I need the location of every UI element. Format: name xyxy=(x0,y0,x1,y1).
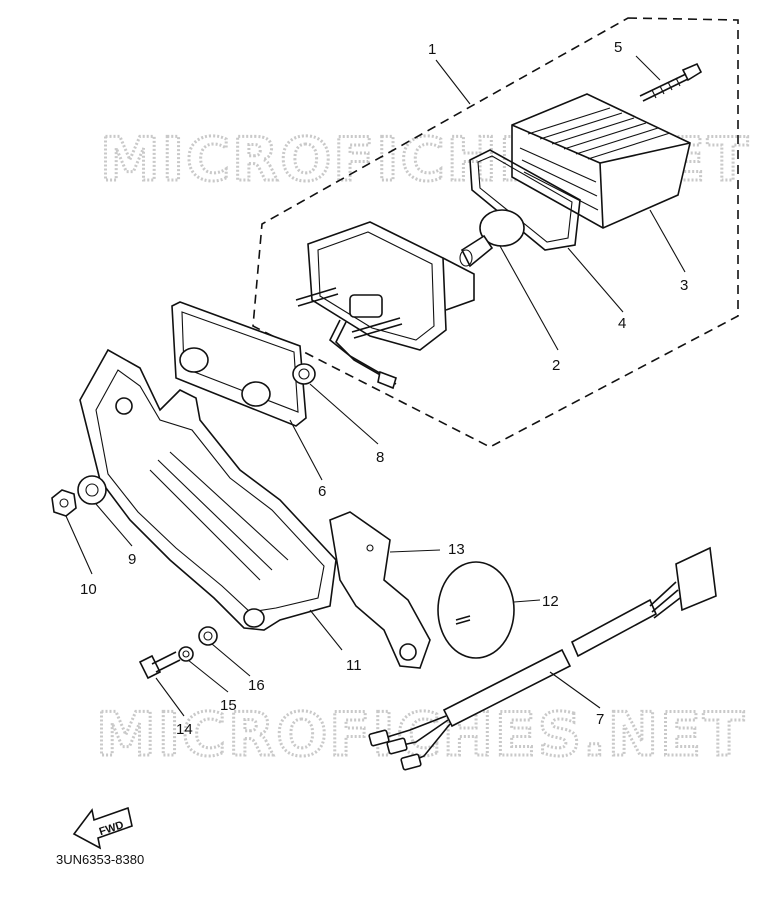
diagram-code: 3UN6353-8380 xyxy=(56,852,144,867)
callout-16: 16 xyxy=(248,677,265,694)
part-6-base-gasket[interactable] xyxy=(171,301,307,427)
callout-5: 5 xyxy=(614,39,622,56)
callout-8: 8 xyxy=(376,449,384,466)
part-3-lens[interactable] xyxy=(511,93,691,229)
part-15-washer[interactable] xyxy=(178,646,194,662)
part-2-bulb[interactable] xyxy=(459,209,525,268)
part-10-nut[interactable] xyxy=(51,489,77,517)
part-12-reflector[interactable] xyxy=(437,561,515,659)
part-4-gasket[interactable] xyxy=(469,149,581,251)
part-5-screw[interactable] xyxy=(639,62,703,102)
part-9-collar[interactable] xyxy=(77,475,107,505)
fwd-arrow-icon: FWD xyxy=(72,806,133,850)
callout-15: 15 xyxy=(220,697,237,714)
part-8-grommet[interactable] xyxy=(292,363,316,385)
callout-3: 3 xyxy=(680,277,688,294)
part-16-washer[interactable] xyxy=(198,626,218,646)
callout-6: 6 xyxy=(318,483,326,500)
callout-14: 14 xyxy=(176,721,193,738)
callout-12: 12 xyxy=(542,593,559,610)
part-7-harness[interactable] xyxy=(368,546,717,771)
watermark-bottom: MICROFICHES.NET xyxy=(96,700,746,770)
part-13-stay[interactable] xyxy=(329,511,431,669)
callout-9: 9 xyxy=(128,551,136,568)
callout-11: 11 xyxy=(346,657,362,674)
leader-lines xyxy=(65,55,686,717)
part-housing-body[interactable] xyxy=(295,221,475,390)
part-14-bolt[interactable] xyxy=(138,651,181,680)
callout-4: 4 xyxy=(618,315,626,332)
callout-7: 7 xyxy=(596,711,604,728)
callout-1: 1 xyxy=(428,41,436,58)
callout-13: 13 xyxy=(448,541,465,558)
callout-2: 2 xyxy=(552,357,560,374)
assembly-boundary xyxy=(252,17,739,448)
callout-10: 10 xyxy=(80,581,97,598)
